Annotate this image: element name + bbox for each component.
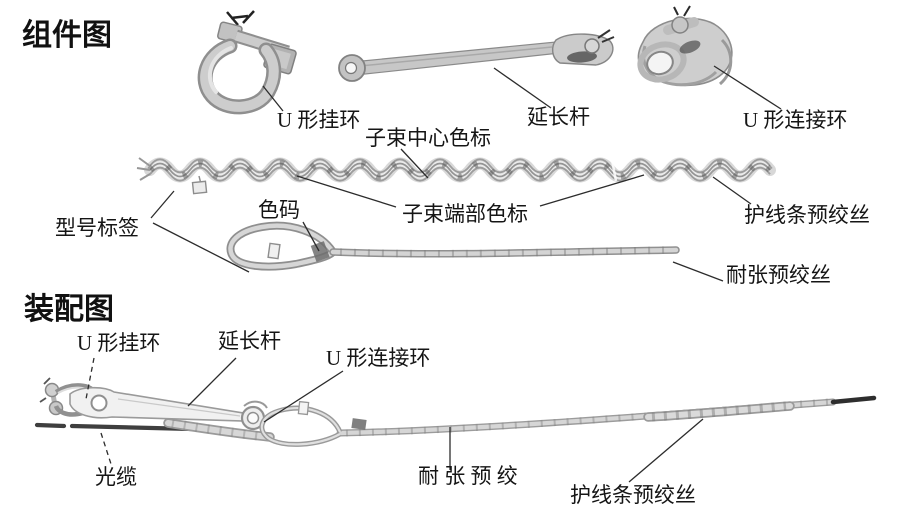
assembly-cable-tip [830, 395, 877, 405]
label-model-tag: 型号标签 [55, 216, 139, 240]
leader-bundle-center-mark [400, 148, 429, 179]
label-optical-cable: 光缆 [95, 465, 137, 489]
assembly-section-title: 装配图 [24, 293, 114, 326]
leader-armor-rods-assembly [628, 418, 704, 483]
label-extension-rod-component: 延长杆 [527, 105, 590, 129]
label-armor-rods-component: 护线条预绞丝 [744, 203, 870, 227]
leader-armor-rods-component [712, 176, 752, 205]
label-u-shackle-component: U 形挂环 [277, 108, 361, 132]
leader-color-code [302, 221, 320, 252]
label-armor-rods-assembly: 护线条预绞丝 [570, 483, 696, 507]
assembly-u-connector [240, 400, 268, 431]
label-u-connector-assembly: U 形连接环 [326, 346, 431, 370]
leader-model-tag-down [152, 222, 250, 273]
leader-u-connector-component [713, 65, 782, 110]
label-bundle-center-mark: 子束中心色标 [365, 126, 491, 150]
label-u-shackle-assembly: U 形挂环 [77, 331, 161, 355]
extension-rod-photo [338, 29, 615, 82]
label-bundle-end-mark: 子束端部色标 [402, 202, 528, 226]
u-shackle-photo [197, 10, 297, 115]
assembly-section-drawing [34, 377, 877, 447]
armor-rod-wavy-wire [136, 157, 776, 183]
label-color-code: 色码 [258, 198, 300, 222]
u-connector-photo [637, 5, 733, 87]
leader-bundle-end-mark-right [539, 174, 645, 207]
label-extension-rod-assembly: 延长杆 [218, 329, 281, 353]
leader-u-shackle-component [262, 85, 284, 112]
leader-extension-rod-assembly [187, 357, 237, 407]
assembly-armor-band [643, 401, 795, 422]
model-tag-on-wire [191, 175, 208, 195]
label-tension-wire: 耐张预绞丝 [726, 263, 831, 287]
component-section-title: 组件图 [22, 19, 112, 52]
leader-extension-rod-component [493, 67, 552, 109]
label-u-connector-component: U 形连接环 [743, 108, 848, 132]
leader-u-connector-assembly [263, 370, 344, 423]
leader-optical-cable [100, 432, 112, 465]
leader-bundle-end-mark-left [296, 175, 397, 208]
leader-lines [85, 65, 782, 483]
assembly-extension-rod [69, 386, 245, 422]
assembly-grip-loop [259, 400, 367, 447]
leader-u-shackle-assembly [85, 357, 95, 400]
leader-tension-wire [672, 261, 724, 282]
leader-model-tag-up [150, 190, 175, 219]
tension-preformed-grip [226, 221, 680, 271]
component-section-drawing [136, 5, 776, 271]
label-tension-preformed: 耐 张 预 绞 [418, 464, 518, 488]
